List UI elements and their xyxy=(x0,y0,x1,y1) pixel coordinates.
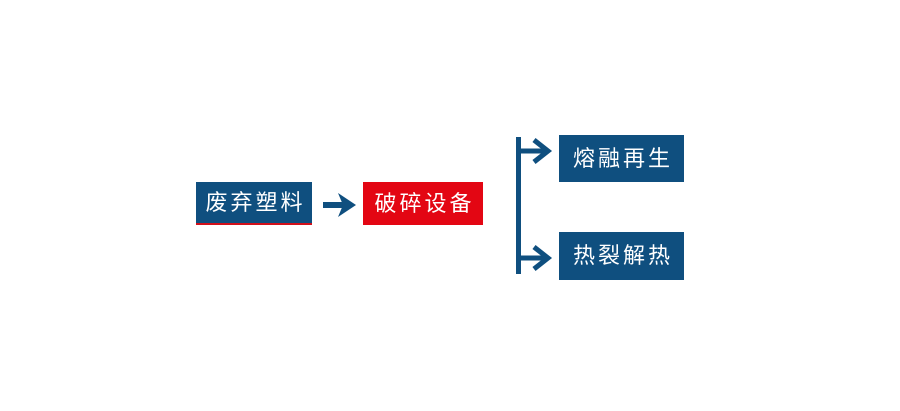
node-pyrolysis-heat: 热裂解热 xyxy=(559,232,684,280)
node-waste-plastic-label: 废弃塑料 xyxy=(205,189,306,215)
branch-connector-line xyxy=(516,137,521,274)
node-crushing-equipment: 破碎设备 xyxy=(363,182,483,225)
arrow-right-icon xyxy=(323,193,356,217)
branch-arrow-bottom-icon xyxy=(518,245,553,271)
node-melt-regeneration: 熔融再生 xyxy=(559,135,684,182)
node-pyrolysis-heat-label: 热裂解热 xyxy=(572,243,673,268)
branch-arrow-top-icon xyxy=(518,138,553,164)
node-crushing-equipment-label: 破碎设备 xyxy=(374,190,475,216)
node-melt-regeneration-label: 熔融再生 xyxy=(572,145,673,171)
node-waste-plastic: 废弃塑料 xyxy=(196,182,312,225)
